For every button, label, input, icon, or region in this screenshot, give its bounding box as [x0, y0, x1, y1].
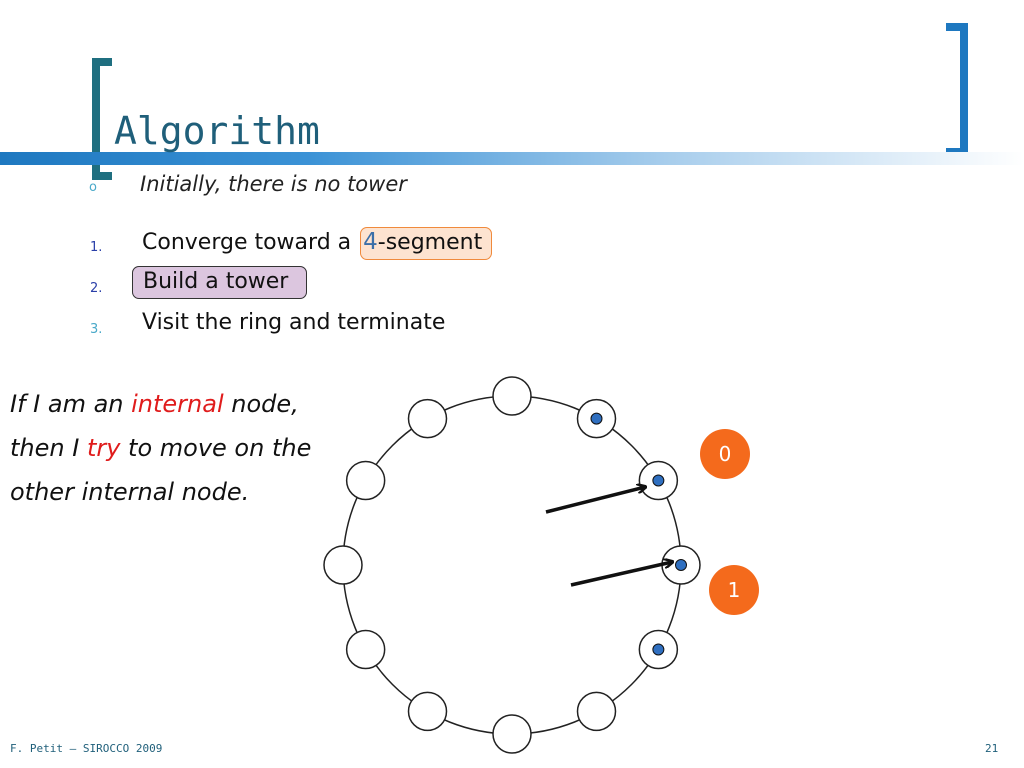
intro-bullet-marker: o [89, 180, 97, 195]
ring-node [492, 714, 532, 754]
arrow-to-node-0 [545, 487, 645, 514]
segment-number: 4 [363, 229, 378, 255]
ring-node [492, 376, 532, 416]
explanation-part-3: to move on the other internal node. [10, 434, 312, 506]
segment-highlight: 4-segment [360, 227, 493, 260]
ring-nodes [323, 376, 701, 754]
arrow-to-node-1 [570, 562, 672, 587]
slide-number: 21 [985, 742, 999, 755]
step-2: Build a tower [132, 266, 308, 299]
robot-token [590, 412, 603, 425]
step-1-prefix: Converge toward a [142, 230, 359, 255]
badge-1: 1 [709, 565, 759, 615]
explanation-part-1: If I am an [10, 390, 132, 418]
intro-text: Initially, there is no tower [140, 172, 407, 196]
badge-0: 0 [700, 429, 750, 479]
left-bracket-decoration [92, 58, 112, 180]
ring-node [407, 398, 448, 439]
ring-node [345, 629, 386, 670]
slide-title: Algorithm [114, 109, 320, 153]
robot-token [675, 559, 687, 571]
step-1-marker: 1. [90, 240, 103, 255]
internal-emphasis: internal [131, 390, 224, 418]
explanation-text: If I am an internal node, then I try to … [10, 382, 355, 514]
ring-node [576, 691, 617, 732]
build-tower-highlight: Build a tower [132, 266, 308, 299]
ring-circle [342, 395, 682, 735]
robot-token [652, 474, 665, 487]
try-emphasis: try [86, 434, 121, 462]
ring-node [407, 691, 448, 732]
badge-1-label: 1 [728, 578, 741, 602]
segment-label: -segment [377, 230, 483, 255]
footer-author: F. Petit – SIROCCO 2009 [10, 742, 163, 755]
step-2-marker: 2. [90, 281, 103, 296]
step-3: Visit the ring and terminate [142, 310, 446, 335]
ring-node [323, 545, 363, 585]
title-underline-bar [0, 152, 1024, 165]
explanation-part-2: node, then I [10, 390, 299, 462]
ring-node [345, 460, 386, 501]
step-1: Converge toward a 4-segment [142, 227, 493, 260]
badge-0-label: 0 [719, 442, 732, 466]
step-3-marker: 3. [90, 322, 103, 337]
robot-token [652, 643, 665, 656]
